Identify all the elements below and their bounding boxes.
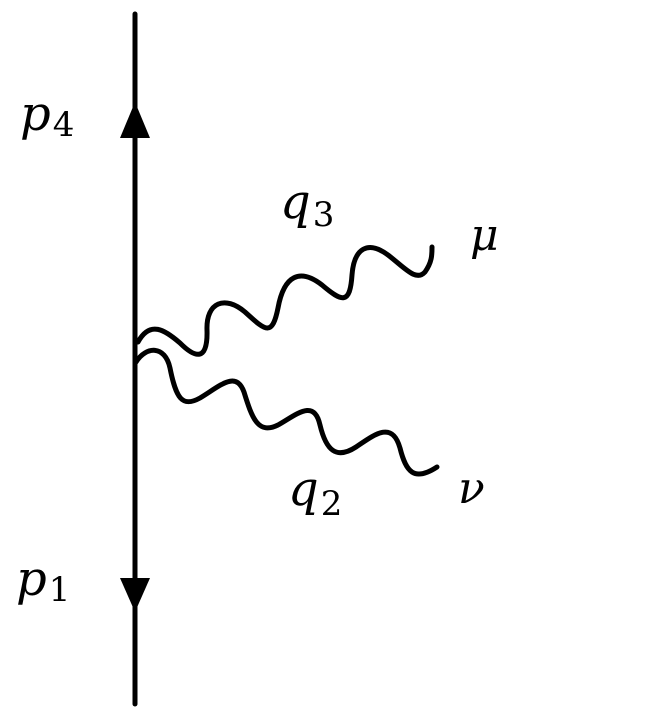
arrow-down-icon [120,578,150,612]
photon-line-nu [133,347,440,477]
label-q3: q3 [280,174,334,235]
label-p4: p4 [20,86,74,145]
arrow-up-icon [120,102,150,138]
label-nu: ν [458,463,485,514]
label-p1: p1 [16,551,70,610]
label-mu: μ [470,210,499,261]
photon-line-mu [135,244,435,357]
label-q2: q2 [288,461,342,524]
